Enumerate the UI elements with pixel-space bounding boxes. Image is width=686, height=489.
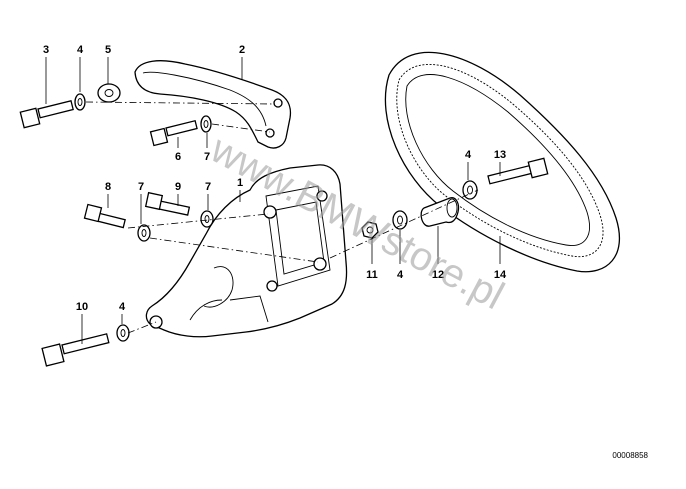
callout-2: 2: [239, 44, 245, 56]
callout-6: 6: [175, 151, 181, 163]
callout-7-right: 7: [205, 181, 211, 193]
callout-14: 14: [494, 269, 507, 281]
bolt-8: [83, 203, 126, 229]
callout-9: 9: [175, 181, 181, 193]
doc-number: 00008858: [612, 451, 648, 460]
callout-7-upper: 7: [204, 151, 210, 163]
v-belt: [384, 51, 621, 273]
main-bracket: [145, 164, 348, 338]
washer-7-right: [200, 210, 214, 228]
washer-5: [97, 83, 121, 103]
washer-4-mid: [392, 210, 408, 230]
callout-4-right: 4: [465, 149, 472, 161]
sleeve-12: [420, 197, 460, 227]
callout-1: 1: [237, 177, 243, 189]
callouts: 3 4 5 2 6 7 8 7 9 7 1 4 13 11 4 12 14 10…: [43, 44, 507, 313]
callout-4-mid: 4: [397, 269, 404, 281]
callout-7-left: 7: [138, 181, 144, 193]
callout-4-bottom: 4: [119, 301, 126, 313]
callout-3: 3: [43, 44, 49, 56]
callout-8: 8: [105, 181, 111, 193]
washer-7-left: [137, 224, 151, 242]
washer-7-upper: [200, 115, 212, 133]
washer-4-right: [462, 180, 478, 200]
washer-4-top: [74, 93, 86, 111]
bolt-9: [144, 191, 191, 216]
callout-13: 13: [494, 149, 506, 161]
callout-12: 12: [432, 269, 444, 281]
bolt-10: [41, 333, 110, 367]
bolt-3: [19, 99, 74, 129]
centre-lines: [85, 101, 479, 334]
callout-10: 10: [76, 301, 88, 313]
nut-11: [361, 221, 379, 239]
callout-5: 5: [105, 44, 111, 56]
bolt-6: [149, 119, 198, 147]
upper-bracket: [134, 60, 292, 149]
callout-4-top: 4: [77, 44, 84, 56]
washer-4-bottom: [116, 324, 130, 342]
bolt-13: [487, 157, 549, 185]
callout-11: 11: [366, 269, 378, 281]
leader-lines: [45, 57, 501, 344]
